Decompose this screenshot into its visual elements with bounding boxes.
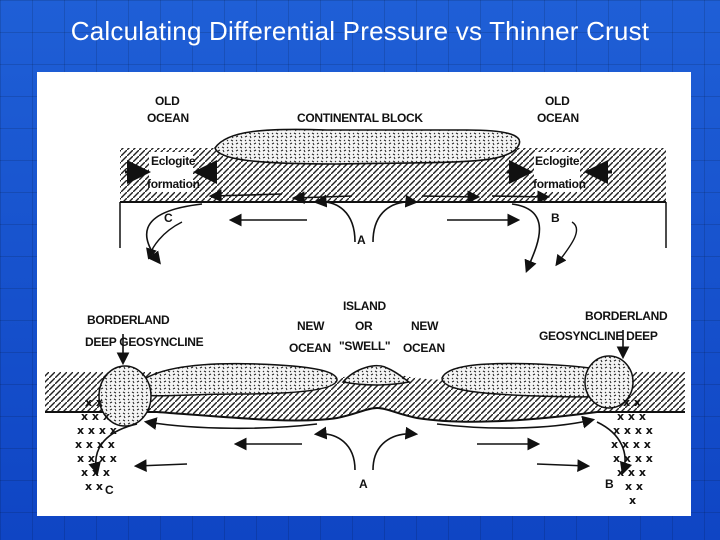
borderland-left-label: BORDERLAND [87, 313, 170, 327]
top-point-b: B [551, 211, 560, 225]
deep-geosyncline-left-label: DEEP GEOSYNCLINE [85, 335, 204, 349]
old-ocean-right-line1: OLD [545, 94, 570, 108]
old-ocean-right-line2: OCEAN [537, 111, 579, 125]
convection-arrow-top-right-2 [491, 190, 551, 204]
bottom-downwelling-right [596, 421, 633, 476]
continental-block-label: CONTINENTAL BLOCK [297, 111, 423, 125]
bottom-point-b: B [605, 477, 614, 491]
borderland-right-deep [584, 355, 634, 409]
upwelling-curve-right [372, 194, 419, 243]
island-line1: ISLAND [343, 299, 387, 313]
old-ocean-left-line2: OCEAN [147, 111, 189, 125]
eclogite-right-line1: Eclogite [535, 154, 580, 168]
top-panel: OLD OCEAN OLD OCEAN CONTINENTAL BLOCK Ec… [119, 94, 667, 273]
geosyncline-deep-right-label: GEOSYNCLINE DEEP [539, 329, 658, 343]
upwelling-curve-left [313, 194, 356, 243]
eclogite-left-line1: Eclogite [151, 154, 196, 168]
eclogite-cross-column-right: x x x x x x x x x x x x x x x x x x x x … [611, 396, 657, 507]
borderland-left-deep [98, 365, 152, 427]
bottom-panel: BORDERLAND DEEP GEOSYNCLINE BORDERLAND G… [45, 299, 685, 507]
island-swell [341, 364, 411, 386]
eclogite-left-line2: formation [147, 177, 200, 191]
bottom-point-a: A [359, 477, 368, 491]
new-ocean-right-line2: OCEAN [403, 341, 445, 355]
bottom-point-c: C [105, 483, 114, 497]
bottom-flow-right-lowest [536, 459, 591, 473]
bottom-upwelling-right [372, 426, 419, 471]
new-ocean-right-line1: NEW [411, 319, 439, 333]
convection-arrow-top-left-1 [208, 189, 283, 203]
island-line3: "SWELL" [339, 339, 390, 353]
island-line2: OR [355, 319, 373, 333]
top-panel-boundary [119, 202, 667, 248]
bottom-flow-left-upper [143, 417, 318, 430]
convection-diagram: OLD OCEAN OLD OCEAN CONTINENTAL BLOCK Ec… [37, 72, 691, 516]
new-ocean-left-block [131, 362, 338, 397]
eclogite-cross-column-left: x x x x x x x x x x x x x x x x x x x x … [75, 396, 121, 493]
bottom-crust-base-line [45, 406, 685, 423]
slide-title: Calculating Differential Pressure vs Thi… [70, 16, 650, 46]
eclogite-right-box [534, 152, 580, 192]
downwelling-curve-c2 [146, 221, 183, 260]
new-ocean-left-line2: OCEAN [289, 341, 331, 355]
top-point-c: C [164, 211, 173, 225]
eclogite-right-line2: formation [533, 177, 586, 191]
continental-block [214, 128, 521, 165]
diagram-svg: OLD OCEAN OLD OCEAN CONTINENTAL BLOCK Ec… [45, 94, 685, 507]
downwelling-curve-b2 [555, 221, 578, 267]
eclogite-left-box [149, 152, 193, 192]
convection-arrow-top-right-1 [421, 190, 481, 204]
bottom-flow-left-lowest [133, 459, 188, 473]
bottom-flow-right-upper [436, 415, 596, 429]
bottom-downwelling-left [88, 423, 138, 476]
borderland-right-label: BORDERLAND [585, 309, 668, 323]
downwelling-curve-c [145, 203, 203, 265]
top-point-a: A [357, 233, 366, 247]
bottom-upwelling-left [313, 426, 356, 471]
downwelling-curve-b [511, 203, 541, 273]
new-ocean-left-line1: NEW [297, 319, 325, 333]
old-ocean-left-line1: OLD [155, 94, 180, 108]
